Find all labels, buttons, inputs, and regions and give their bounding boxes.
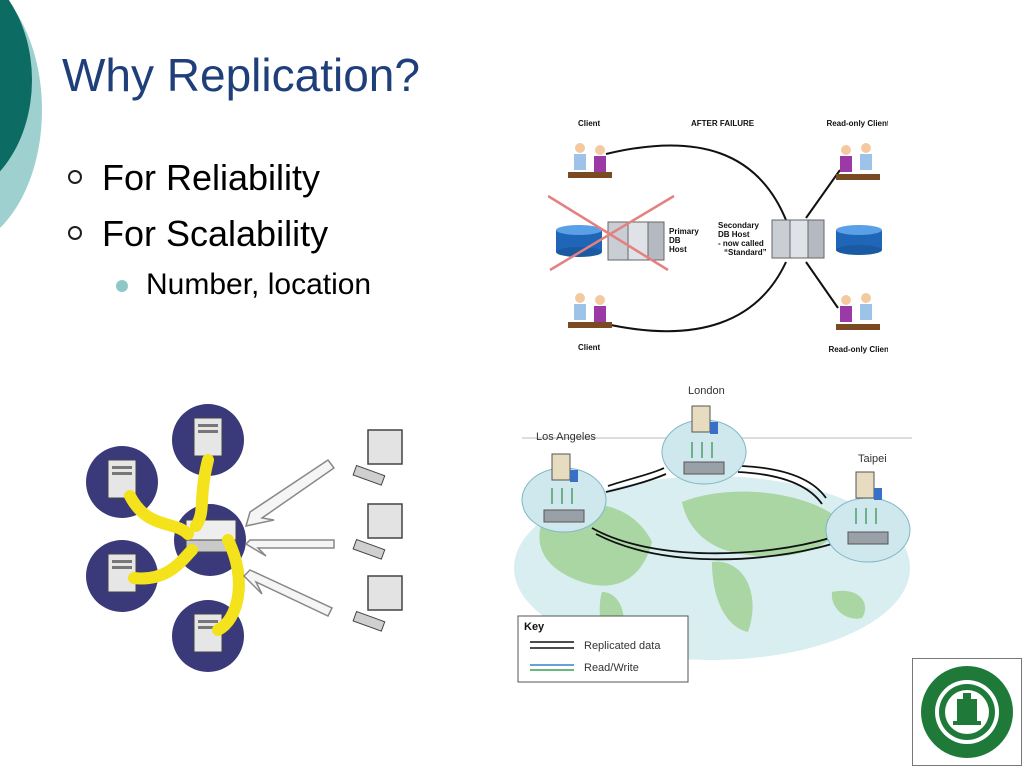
standard-database-icon	[836, 225, 882, 255]
label-secondary-4: “Standard”	[724, 248, 767, 257]
label-primary-1: Primary	[669, 227, 699, 236]
label-primary-3: Host	[669, 245, 687, 254]
client-people-icon-top	[568, 143, 612, 178]
label-readonly-client-top: Read-only Client	[826, 119, 888, 128]
label-readonly-client-bottom: Read-only Client	[828, 345, 888, 354]
hollow-circle-bullet-icon	[68, 170, 82, 184]
key-replicated-label: Replicated data	[584, 640, 661, 652]
server-node-upper-left	[86, 446, 158, 518]
label-client-bottom: Client	[578, 343, 601, 352]
readonly-client-people-icon-bottom	[836, 293, 880, 330]
server-node-top	[172, 404, 244, 476]
bullet-text: For Scalability	[102, 213, 329, 254]
university-seal-icon	[921, 666, 1013, 758]
client-people-icon-bottom	[568, 293, 612, 328]
world-replication-map: London Los Angeles Taipei Key Replicated…	[514, 385, 912, 683]
label-secondary-1: Secondary	[718, 221, 759, 230]
after-failure-diagram: Client AFTER FAILURE Read-only Client Pr…	[548, 119, 888, 354]
client-computer-icon-1	[352, 429, 403, 486]
failure-cross-icon	[548, 194, 675, 272]
label-primary-2: DB	[669, 236, 681, 245]
readonly-client-people-icon-top	[836, 143, 880, 180]
label-secondary-3: - now called	[718, 239, 764, 248]
city-label-los-angeles: Los Angeles	[536, 431, 596, 443]
bullet-scalability: For Scalability	[62, 206, 371, 262]
replication-network-diagram	[86, 404, 403, 672]
sub-bullet-text: Number, location	[146, 268, 372, 301]
university-logo	[912, 658, 1022, 766]
city-label-taipei: Taipei	[858, 453, 887, 465]
city-node-taipei	[825, 471, 911, 563]
slide-title: Why Replication?	[62, 49, 420, 101]
link-client-top-to-standard	[605, 144, 787, 221]
bullet-text: For Reliability	[102, 157, 321, 198]
link-readonly-bottom	[805, 261, 839, 309]
bullet-reliability: For Reliability	[62, 150, 371, 206]
city-node-los-angeles	[521, 453, 607, 533]
map-legend-key: Key Replicated data Read/Write	[517, 615, 689, 683]
primary-database-icon	[556, 225, 602, 257]
primary-server-rack-icon	[607, 221, 665, 261]
key-readwrite-label: Read/Write	[584, 662, 639, 674]
server-node-lower-left	[86, 540, 158, 612]
hollow-circle-bullet-icon	[68, 226, 82, 240]
dot-bullet-icon	[116, 280, 128, 292]
sub-bullet-number-location: Number, location	[62, 262, 371, 308]
link-readonly-top	[805, 169, 841, 219]
city-node-london	[661, 405, 747, 485]
client-arrows	[242, 458, 336, 617]
label-client-top: Client	[578, 119, 601, 128]
label-after-failure: AFTER FAILURE	[691, 119, 755, 128]
city-label-london: London	[688, 385, 725, 397]
yellow-replication-links	[124, 454, 245, 636]
key-title: Key	[524, 621, 545, 633]
standard-server-rack-icon	[771, 219, 825, 259]
link-client-bottom-to-standard	[605, 261, 787, 333]
client-computer-icon-3	[352, 575, 403, 632]
client-computer-icon-2	[352, 503, 403, 560]
label-secondary-2: DB Host	[718, 230, 750, 239]
replication-links	[591, 465, 833, 561]
bullet-list: For Reliability For Scalability Number, …	[62, 150, 371, 308]
